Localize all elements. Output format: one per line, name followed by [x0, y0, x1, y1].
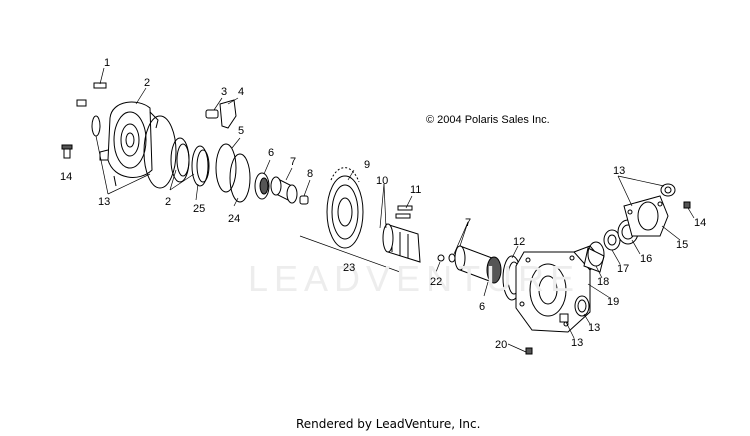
- callout-16: 16: [640, 253, 653, 265]
- callout-22: 22: [430, 276, 443, 288]
- callout-13-right-bottom: 13: [588, 322, 601, 334]
- part-25: [191, 145, 210, 187]
- part-sleeve-6b: [454, 245, 502, 284]
- leader-lines: [95, 67, 695, 353]
- callout-21: 20: [495, 339, 508, 351]
- callout-14-left: 14: [60, 171, 73, 183]
- callout-24: 24: [228, 213, 241, 225]
- part-pin-8: [299, 195, 309, 205]
- part-flange-15: [623, 195, 669, 237]
- part-seal-13c: [574, 295, 590, 317]
- part-housing-cover-2: [99, 101, 159, 187]
- callout-23: 23: [343, 262, 356, 274]
- callout-25: 25: [193, 203, 206, 215]
- callout-2-lower: 2: [165, 196, 172, 208]
- part-pins-11: [395, 205, 413, 219]
- callout-2: 2: [144, 77, 151, 89]
- callout-13-left: 13: [98, 196, 111, 208]
- callout-9: 9: [364, 159, 371, 171]
- callout-19: 19: [607, 296, 620, 308]
- callout-7: 7: [290, 156, 297, 168]
- callout-1: 1: [104, 57, 111, 69]
- part-sleeve-7: [270, 176, 298, 204]
- watermark-text: LEADVENTURE: [248, 258, 581, 299]
- footer-credit: Rendered by LeadVenture, Inc.: [296, 417, 481, 431]
- copyright-text: © 2004 Polaris Sales Inc.: [426, 114, 550, 126]
- part-bushing-3: [205, 109, 219, 119]
- part-ring-2b: [170, 137, 190, 183]
- part-group-bracket-23: [299, 235, 401, 273]
- part-bolt-14b: [683, 201, 691, 209]
- part-clip-22: [437, 254, 445, 262]
- part-snapring-5: [215, 143, 237, 193]
- part-bearing-6: [254, 172, 270, 200]
- callout-8: 8: [307, 168, 314, 180]
- callout-18: 18: [597, 276, 610, 288]
- part-snapring-24: [229, 153, 251, 203]
- callout-11: 11: [410, 184, 422, 196]
- part-ring-gear-9: [326, 167, 364, 249]
- callout-5: 5: [238, 125, 245, 137]
- callout-15: 15: [676, 239, 689, 251]
- part-bolt-21: [525, 347, 533, 355]
- callout-13-mid: 13: [613, 165, 626, 177]
- callout-4: 4: [238, 86, 245, 98]
- part-bracket-4: [219, 99, 237, 129]
- callout-6: 6: [268, 147, 275, 159]
- part-pinion-18: [583, 241, 605, 273]
- callout-12: 12: [513, 236, 526, 248]
- callout-7-right: 7: [465, 217, 472, 229]
- part-bolt-14: [61, 144, 73, 159]
- callout-10: 10: [376, 175, 389, 187]
- callout-6-right: 6: [479, 301, 486, 313]
- part-diff-cage-10: [382, 223, 421, 263]
- callout-20: 13: [571, 337, 584, 349]
- callout-17: 17: [617, 263, 630, 275]
- part-pin-1: [76, 82, 107, 107]
- part-plug-20: [559, 313, 569, 323]
- part-oring-13b: [660, 183, 676, 197]
- callout-14-right: 14: [694, 217, 707, 229]
- callout-3: 3: [221, 86, 228, 98]
